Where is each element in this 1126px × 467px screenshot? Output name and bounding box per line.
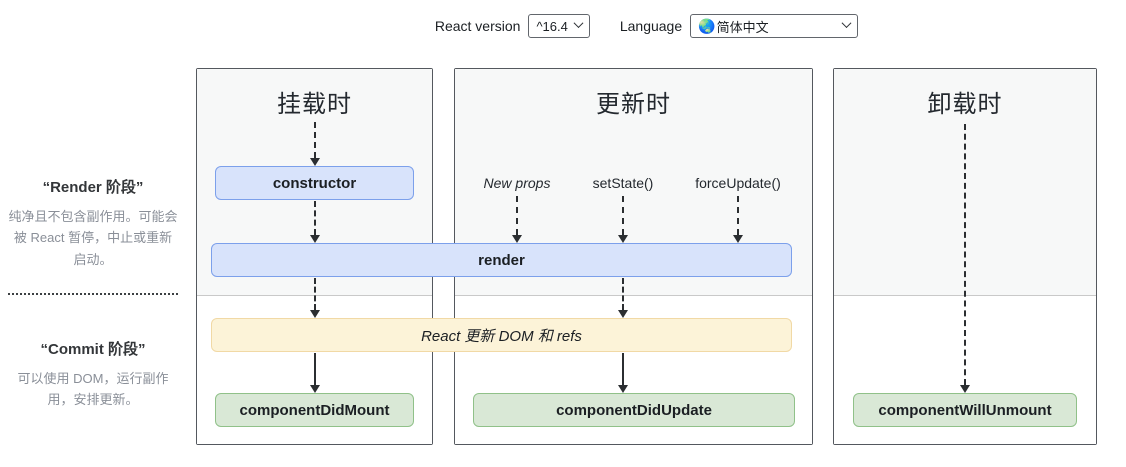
commit-phase-title: “Commit 阶段” <box>40 341 146 358</box>
mounting-column-title: 挂载时 <box>277 91 352 118</box>
constructor-box[interactable]: constructor <box>215 166 414 200</box>
updating-column-title: 更新时 <box>596 91 671 118</box>
language-select[interactable]: 🌏 简体中文 <box>690 14 859 38</box>
unmounting-column-title: 卸载时 <box>927 91 1003 118</box>
render-phase-legend: “Render 阶段” 纯净且不包含副作用。可能会被 React 暂停，中止或重… <box>0 176 186 270</box>
react-updates-dom-box: React 更新 DOM 和 refs <box>211 318 792 352</box>
chevron-down-icon <box>573 18 584 29</box>
render-phase-description: 纯净且不包含副作用。可能会被 React 暂停，中止或重新启动。 <box>8 209 178 267</box>
react-version-select[interactable]: ^16.4 <box>528 14 590 38</box>
commit-phase-legend: “Commit 阶段” 可以使用 DOM，运行副作用，安排更新。 <box>0 338 186 411</box>
react-version-value: ^16.4 <box>536 18 568 34</box>
trigger-set-state: setState() <box>592 175 654 191</box>
language-label: Language <box>619 18 683 34</box>
topbar: React version ^16.4 Language 🌏 简体中文 <box>196 14 1097 38</box>
render-phase-title: “Render 阶段” <box>42 179 144 196</box>
language-value: 简体中文 <box>716 19 769 35</box>
trigger-force-update: forceUpdate() <box>695 175 781 191</box>
component-will-unmount-box[interactable]: componentWillUnmount <box>853 393 1077 427</box>
component-did-update-box[interactable]: componentDidUpdate <box>473 393 795 427</box>
globe-icon: 🌏 <box>698 18 716 34</box>
react-version-label: React version <box>434 18 521 34</box>
trigger-new-props: New props <box>483 175 551 191</box>
phase-dotted-divider <box>8 293 178 295</box>
chevron-down-icon <box>841 18 852 29</box>
commit-phase-description: 可以使用 DOM，运行副作用，安排更新。 <box>17 371 169 408</box>
component-did-mount-box[interactable]: componentDidMount <box>215 393 414 427</box>
render-box[interactable]: render <box>211 243 792 277</box>
